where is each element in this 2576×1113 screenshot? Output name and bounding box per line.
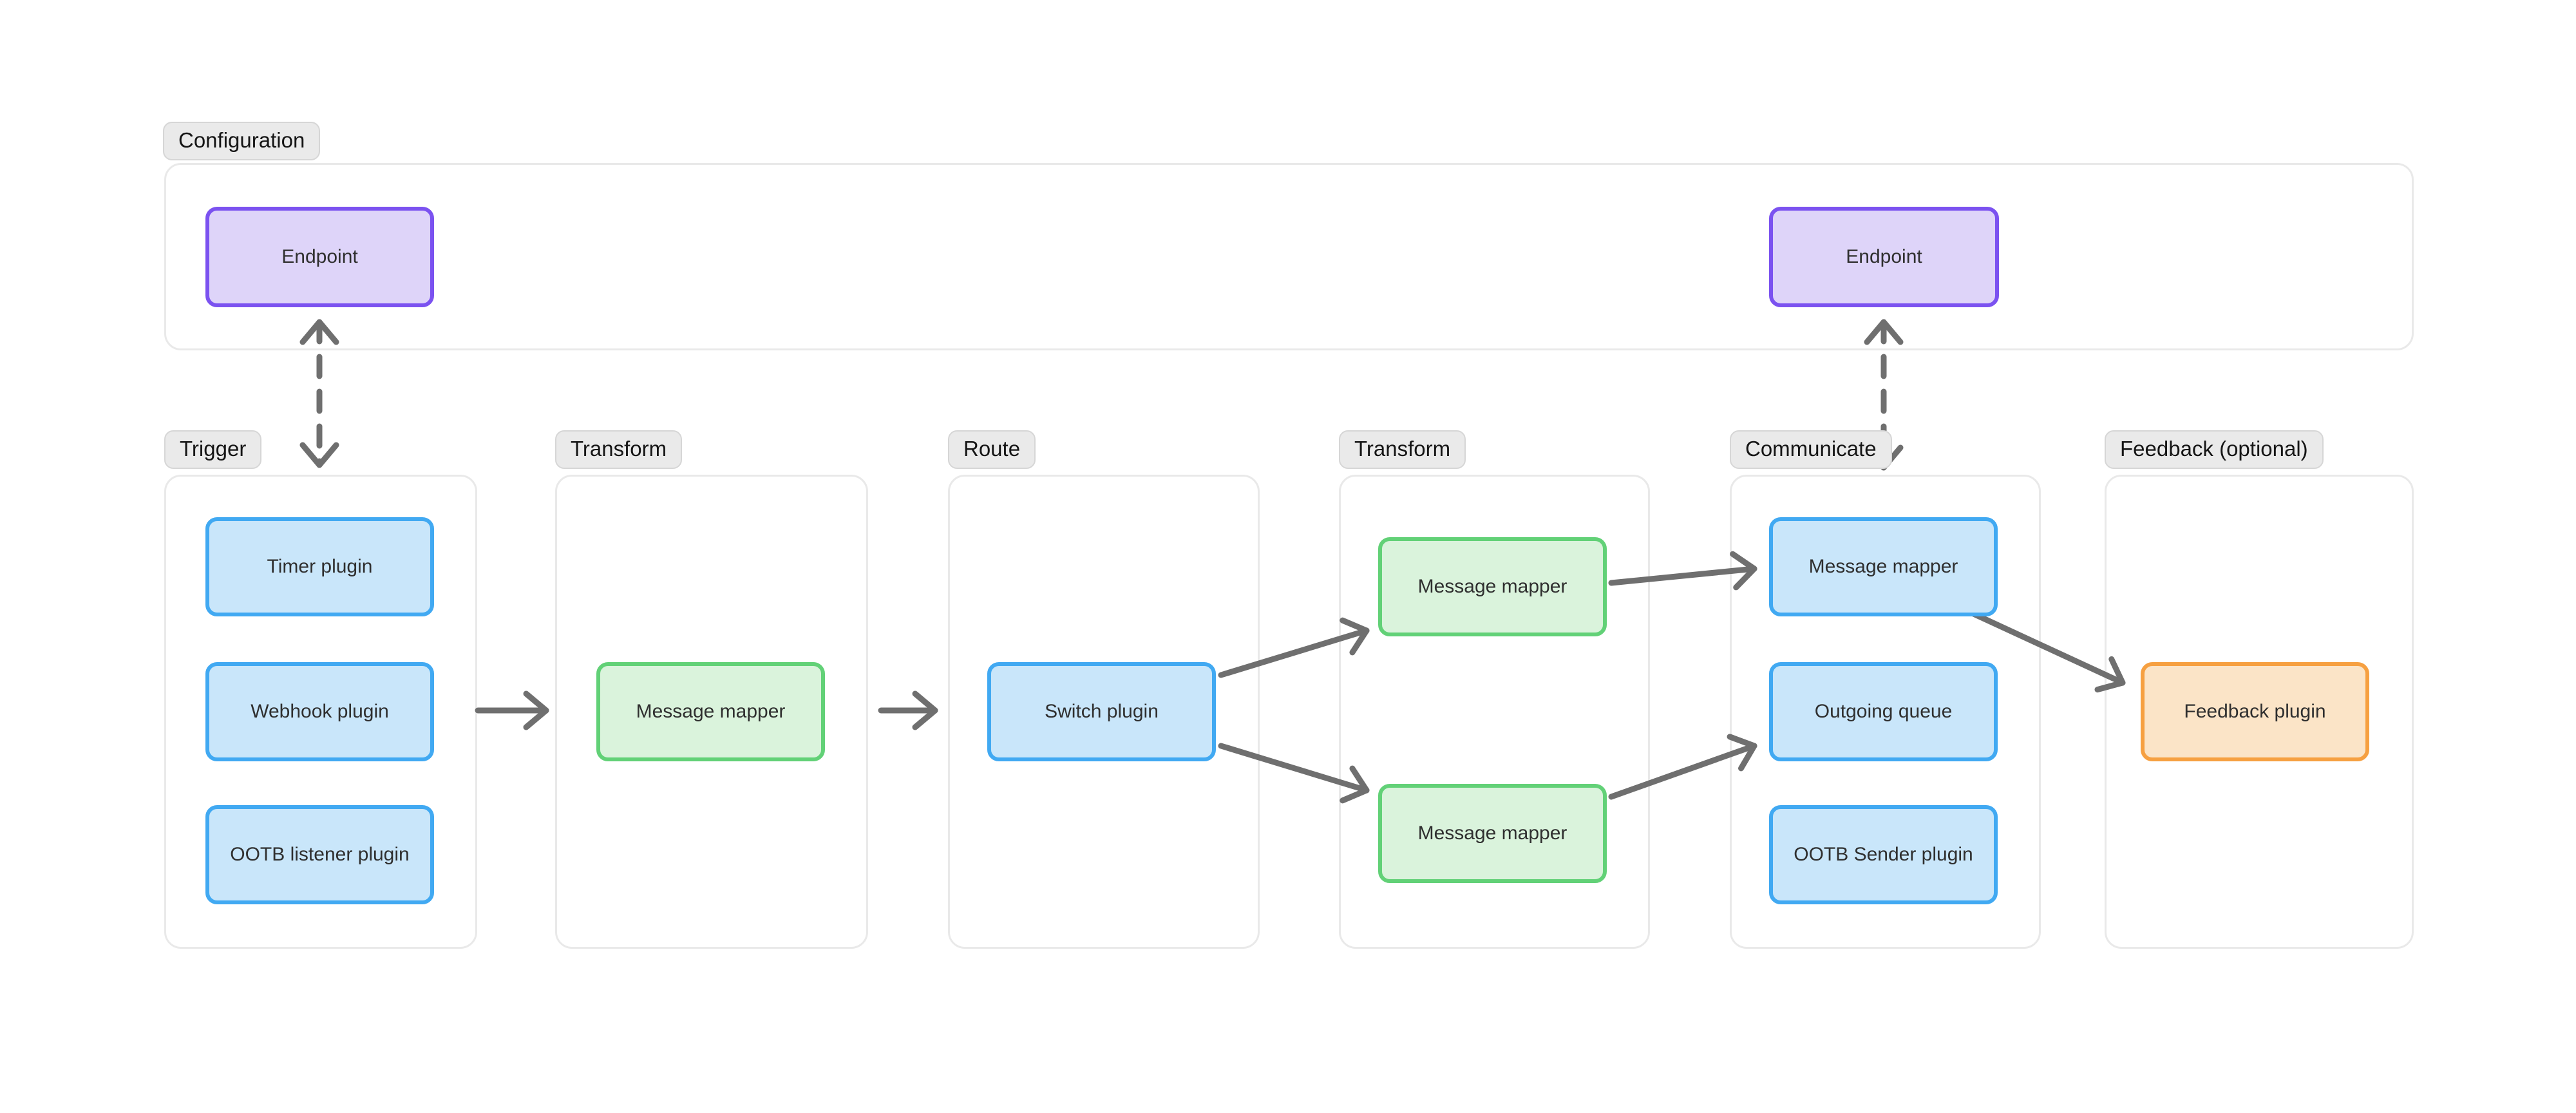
node-ootb-sender-plugin[interactable]: OOTB Sender plugin [1769, 805, 1998, 904]
section-label-transform-2: Transform [1339, 430, 1466, 469]
node-message-mapper-transform-2-top[interactable]: Message mapper [1378, 537, 1607, 636]
node-ootb-listener-plugin[interactable]: OOTB listener plugin [205, 805, 434, 904]
arrow-communicate-mapper-to-feedback [1966, 609, 2126, 693]
node-switch-plugin[interactable]: Switch plugin [987, 662, 1216, 761]
configuration-container [164, 163, 2414, 350]
section-label-transform-1: Transform [555, 430, 683, 469]
node-endpoint-left[interactable]: Endpoint [205, 207, 434, 307]
node-outgoing-queue[interactable]: Outgoing queue [1769, 662, 1998, 761]
node-message-mapper-transform-2-bottom[interactable]: Message mapper [1378, 784, 1607, 883]
section-label-feedback: Feedback (optional) [2105, 430, 2324, 469]
arrow-switch-to-mapper-bottom [1218, 743, 1370, 804]
node-timer-plugin[interactable]: Timer plugin [205, 517, 434, 616]
arrow-switch-to-mapper-top [1218, 617, 1370, 678]
node-message-mapper-transform-1[interactable]: Message mapper [596, 662, 825, 761]
node-webhook-plugin[interactable]: Webhook plugin [205, 662, 434, 761]
node-message-mapper-communicate[interactable]: Message mapper [1769, 517, 1998, 616]
node-endpoint-right[interactable]: Endpoint [1769, 207, 1999, 307]
arrow-mapper-bottom-to-outgoing-queue [1608, 734, 1757, 800]
section-label-trigger: Trigger [164, 430, 262, 469]
section-label-configuration: Configuration [163, 122, 321, 160]
node-feedback-plugin[interactable]: Feedback plugin [2141, 662, 2369, 761]
section-label-communicate: Communicate [1730, 430, 1892, 469]
section-label-route: Route [948, 430, 1036, 469]
arrow-mapper-top-to-communicate-mapper [1608, 551, 1757, 591]
